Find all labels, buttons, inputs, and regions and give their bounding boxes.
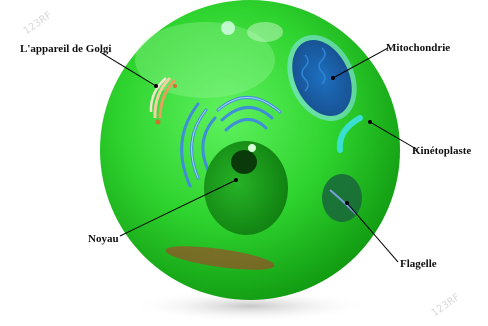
label-golgi: L'appareil de Golgi bbox=[20, 43, 111, 55]
cell-highlight-2 bbox=[247, 22, 283, 42]
label-mitochondria: Mitochondrie bbox=[386, 42, 450, 54]
nucleolus bbox=[231, 150, 257, 174]
label-nucleus: Noyau bbox=[88, 233, 119, 245]
label-kinetoplast: Kinétoplaste bbox=[412, 145, 471, 157]
cell-highlight-dot bbox=[221, 21, 235, 35]
nucleolus-spot bbox=[248, 144, 256, 152]
label-flagellum: Flagelle bbox=[400, 258, 437, 270]
flagellum bbox=[322, 174, 362, 222]
